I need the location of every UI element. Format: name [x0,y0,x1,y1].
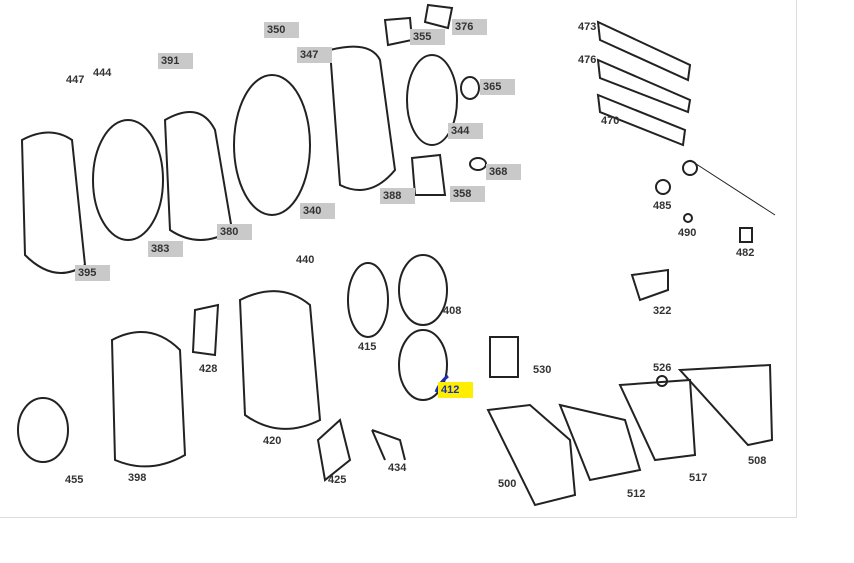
part-label-368[interactable]: 368 [486,164,522,180]
part-label-512[interactable]: 512 [627,488,646,500]
part-label-455[interactable]: 455 [65,474,84,486]
part-label-517[interactable]: 517 [689,472,708,484]
part-label-376[interactable]: 376 [452,19,488,35]
part-label-347[interactable]: 347 [297,47,333,63]
part-label-434[interactable]: 434 [388,462,407,474]
exploded-view-drawing [17,3,776,507]
part-label-388[interactable]: 388 [380,188,416,204]
part-label-398[interactable]: 398 [128,472,147,484]
part-label-340[interactable]: 340 [300,203,336,219]
part-label-440[interactable]: 440 [296,254,315,266]
part-label-490[interactable]: 490 [678,227,697,239]
part-label-476[interactable]: 476 [578,54,597,66]
part-label-500[interactable]: 500 [498,478,517,490]
part-label-391[interactable]: 391 [158,53,194,69]
part-label-482[interactable]: 482 [736,247,755,259]
part-label-383[interactable]: 383 [148,241,184,257]
part-label-412[interactable]: 412 [438,382,474,398]
part-label-415[interactable]: 415 [358,341,377,353]
part-label-322[interactable]: 322 [653,305,672,317]
part-label-350[interactable]: 350 [264,22,300,38]
part-label-408[interactable]: 408 [443,305,462,317]
part-label-508[interactable]: 508 [748,455,767,467]
part-label-355[interactable]: 355 [410,29,446,45]
part-label-428[interactable]: 428 [199,363,218,375]
part-label-444[interactable]: 444 [93,67,112,79]
part-label-447[interactable]: 447 [66,74,85,86]
part-label-395[interactable]: 395 [75,265,111,281]
part-label-365[interactable]: 365 [480,79,516,95]
part-label-470[interactable]: 470 [601,115,620,127]
part-label-473[interactable]: 473 [578,21,597,33]
parts-diagram [0,0,797,518]
part-label-344[interactable]: 344 [448,123,484,139]
part-label-420[interactable]: 420 [263,435,282,447]
part-label-425[interactable]: 425 [328,474,347,486]
part-label-380[interactable]: 380 [217,224,253,240]
part-label-526[interactable]: 526 [653,362,672,374]
part-label-358[interactable]: 358 [450,186,486,202]
part-label-485[interactable]: 485 [653,200,672,212]
part-label-530[interactable]: 530 [533,364,552,376]
